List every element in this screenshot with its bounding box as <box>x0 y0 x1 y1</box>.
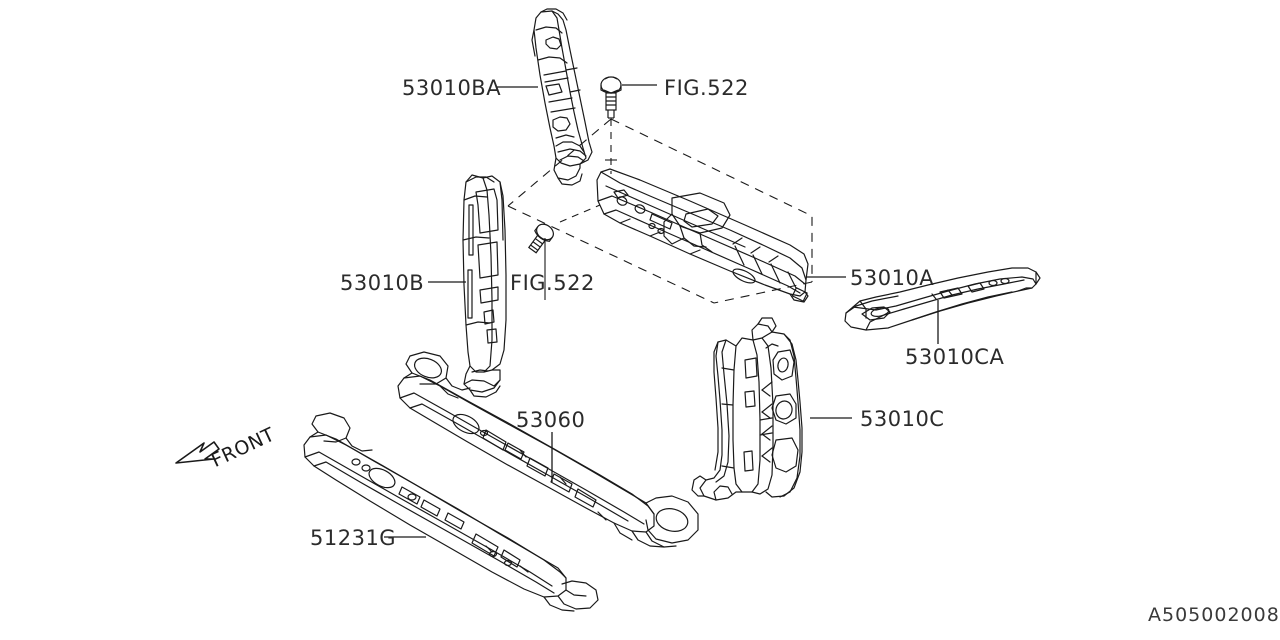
label-53060: 53060 <box>516 408 586 432</box>
label-53010B: 53010B <box>340 271 425 295</box>
leader-lines <box>384 86 939 538</box>
label-53010CA: 53010CA <box>905 345 1005 369</box>
label-fig522-mid: FIG.522 <box>510 271 595 295</box>
part-53010B-shape <box>462 174 507 398</box>
bolt-top-shape <box>600 76 622 119</box>
part-53060-shape <box>397 351 699 548</box>
part-53010CA-shape <box>844 267 1041 331</box>
label-53010C: 53010C <box>860 407 945 431</box>
front-direction-arrow <box>175 441 220 464</box>
part-53010C-shape <box>691 317 803 501</box>
crossmember-alignment-envelope <box>507 118 813 304</box>
label-fig522-top: FIG.522 <box>664 76 749 100</box>
label-53010A: 53010A <box>850 266 935 290</box>
diagram-id-code: A505002008 <box>1148 604 1280 626</box>
bolt-mid-assembly-dash <box>559 204 601 223</box>
label-51231G: 51231G <box>310 526 397 550</box>
part-51231G-shape <box>303 412 599 612</box>
bolt-mid-shape <box>527 223 554 300</box>
part-53010BA-shape <box>531 8 593 186</box>
label-53010BA: 53010BA <box>402 76 502 100</box>
part-53010A-shape <box>596 168 809 303</box>
